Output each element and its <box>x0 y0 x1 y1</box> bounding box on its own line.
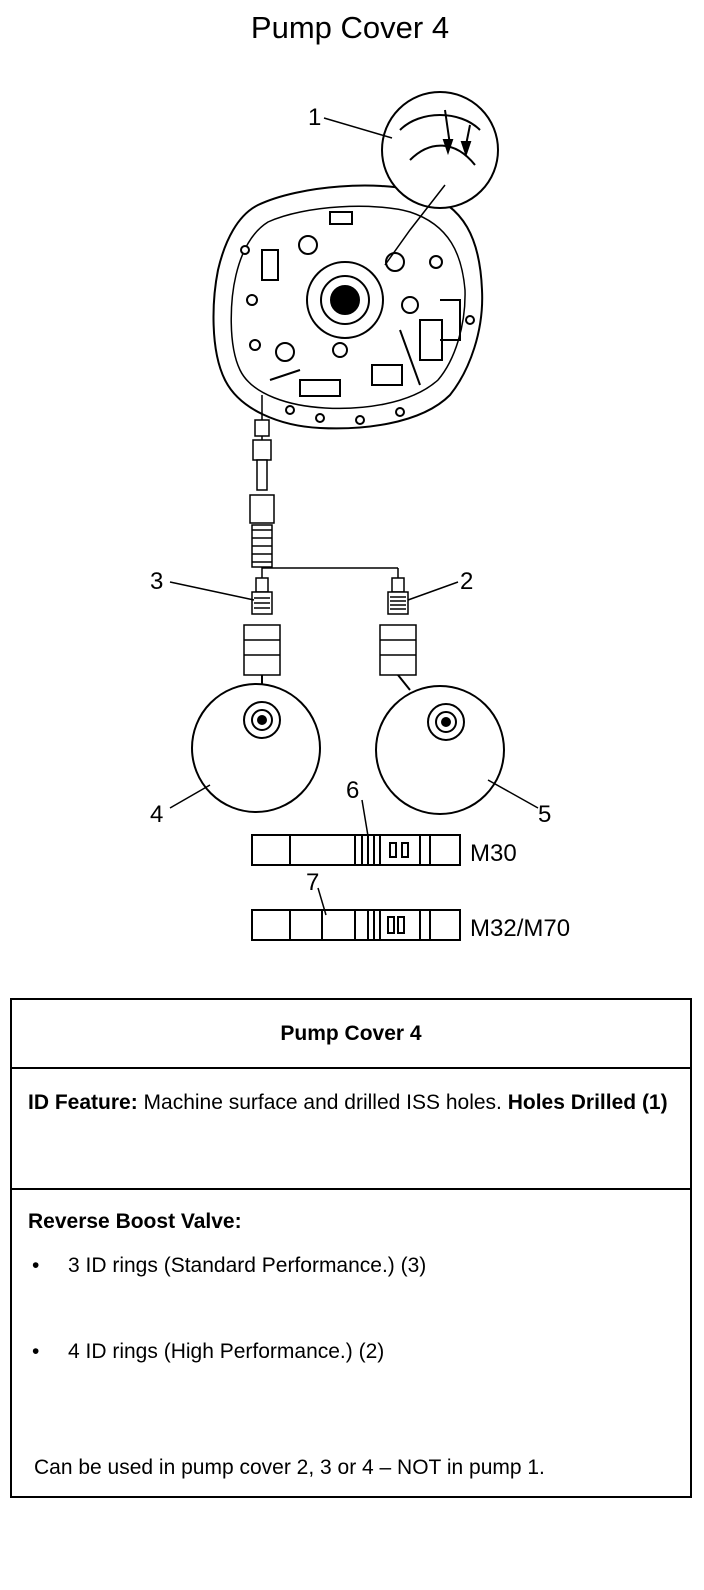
callout-6: 6 <box>346 777 359 804</box>
page-title: Pump Cover 4 <box>250 10 450 45</box>
bullet-icon: • <box>32 1254 40 1277</box>
pump-cover-illustration <box>212 184 484 430</box>
reverse-boost-label: Reverse Boost Valve: <box>28 1210 242 1233</box>
reverse-boost-valve-3-rings <box>243 577 281 676</box>
leader-lines <box>169 117 539 916</box>
id-feature-row: ID Feature: Machine surface and drilled … <box>12 1069 690 1190</box>
reverse-boost-valve-4-rings <box>379 577 417 676</box>
detail-inset <box>381 91 499 266</box>
list-item: • 4 ID rings (High Performance.) (2) <box>28 1334 674 1370</box>
bore-plug-left <box>191 675 321 813</box>
id-feature-label: ID Feature: <box>28 1091 138 1114</box>
label-m30: M30 <box>470 840 517 867</box>
callout-2: 2 <box>460 568 473 595</box>
id-feature-text: Machine surface and drilled ISS holes. <box>137 1091 508 1114</box>
bullet-standard-performance: 3 ID rings (Standard Performance.) (3) <box>68 1254 427 1277</box>
bore-plug-right <box>375 674 505 815</box>
callout-5: 5 <box>538 801 551 828</box>
callout-4: 4 <box>150 801 163 828</box>
reverse-boost-row: Reverse Boost Valve: • 3 ID rings (Stand… <box>12 1190 690 1496</box>
label-m32-m70: M32/M70 <box>470 915 570 942</box>
holes-drilled-text: Holes Drilled (1) <box>507 1091 668 1114</box>
callout-1: 1 <box>308 104 321 131</box>
stator-shaft-m32-m70 <box>251 909 461 941</box>
pump-cover-diagram: 1 2 3 4 5 6 7 M30 M32/M70 <box>150 91 570 942</box>
callout-3: 3 <box>150 568 163 595</box>
bullet-high-performance: 4 ID rings (High Performance.) (2) <box>68 1340 385 1363</box>
list-item: • 3 ID rings (Standard Performance.) (3) <box>28 1248 674 1284</box>
bullet-icon: • <box>32 1340 40 1363</box>
stator-shaft-m30 <box>251 834 461 866</box>
compatibility-note: Can be used in pump cover 2, 3 or 4 – NO… <box>34 1456 545 1479</box>
callout-7: 7 <box>306 869 319 896</box>
pump-cover-info-table: Pump Cover 4 ID Feature: Machine surface… <box>10 998 692 1498</box>
table-header: Pump Cover 4 <box>12 1000 690 1069</box>
